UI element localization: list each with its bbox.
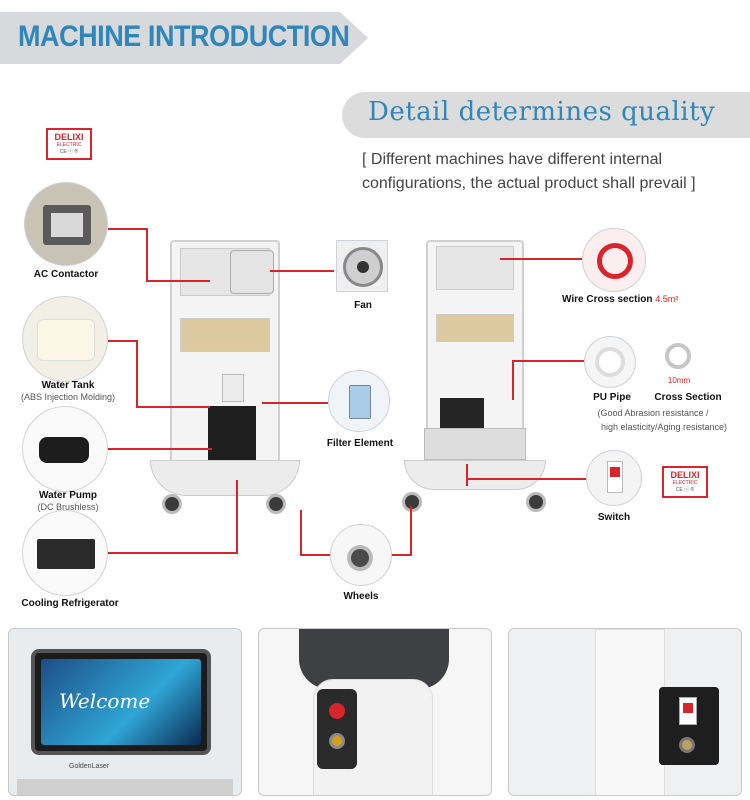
connector-wheels-a [300, 510, 302, 556]
connector-cooling [108, 552, 238, 554]
connector-ac-h [146, 280, 210, 282]
pu-pipe-label: PU Pipe [593, 392, 631, 403]
badge-line3: CE ⓒ ® [59, 149, 79, 155]
delixi-badge-switch: DELIXI ELECTRIC CE ⓒ ® [662, 466, 708, 498]
connector-tank [108, 340, 138, 342]
connector-tank-h [136, 406, 210, 408]
machine-base [17, 779, 233, 795]
pipe-note-2: high elasticity/Aging resistance) [600, 422, 728, 432]
screen-display: Welcome [41, 659, 201, 745]
cooling-refrigerator-label: Cooling Refrigerator [21, 598, 119, 609]
connector-ac-v [146, 228, 148, 282]
header-banner [0, 12, 368, 64]
machine-right-image [400, 236, 550, 516]
connector-tank-v [136, 340, 138, 408]
wire-label: Wire Cross section 4.5m² [562, 294, 692, 305]
water-tank-label: Water Tank [41, 380, 95, 391]
pipe-note-1: (Good Abrasion resistance / [597, 408, 709, 418]
connector-pipe [512, 360, 584, 362]
connector-wheels-b [300, 554, 330, 556]
photo-screen-panel: Welcome GoldenLaser [8, 628, 242, 796]
filter-element-image [328, 370, 390, 432]
delixi-badge-top: DELIXI ELECTRIC CE ⓒ ® [46, 128, 92, 160]
water-tank-sub: (ABS Injection Molding) [20, 392, 116, 402]
machine-left-image [150, 228, 300, 518]
connector-wire [500, 258, 582, 260]
screen-brand: GoldenLaser [69, 763, 110, 770]
quality-title: Detail determines quality [368, 97, 716, 127]
cooling-refrigerator-image [22, 510, 108, 596]
connector-wheels-c [392, 554, 412, 556]
water-pump-image [22, 406, 108, 492]
wire-label-text: Wire Cross section [562, 294, 653, 305]
ac-contactor-image [24, 182, 108, 266]
quality-pill [342, 92, 750, 138]
port-panel [659, 687, 719, 765]
fan-label: Fan [354, 300, 372, 311]
photo-port-panel [508, 628, 742, 796]
connector-switch [466, 478, 586, 480]
gold-connector-icon [329, 733, 345, 749]
connector-pump [108, 448, 212, 450]
badge-brand-switch: DELIXI [670, 470, 700, 480]
screen-welcome: Welcome [59, 689, 151, 713]
connector-pipe-v [512, 360, 514, 400]
water-pump-sub: (DC Brushless) [37, 502, 99, 512]
connector-filter [262, 402, 328, 404]
pu-pipe-image [584, 336, 636, 388]
connector-switch-v [466, 464, 468, 486]
screen-bezel: Welcome [31, 649, 211, 755]
red-button-icon [329, 703, 345, 719]
water-pump-label: Water Pump [39, 490, 97, 501]
port-connector-icon [679, 737, 695, 753]
wire-image [582, 228, 646, 292]
handle-panel [317, 689, 357, 769]
connector-cooling-v [236, 480, 238, 554]
wheels-image [330, 524, 392, 586]
connector-fan [270, 270, 334, 272]
ac-contactor-label: AC Contactor [33, 269, 99, 280]
filter-element-label: Filter Element [326, 438, 394, 449]
wire-value: 4.5m² [655, 294, 679, 304]
switch-label: Switch [597, 512, 631, 523]
badge-line2-switch: ELECTRIC [672, 480, 698, 486]
cross-section-size: 10mm [667, 376, 691, 385]
configuration-note: [ Different machines have different inte… [362, 151, 696, 192]
cross-section-label: Cross Section [654, 392, 722, 403]
photo-handle-panel [258, 628, 492, 796]
page-title: MACHINE INTRODUCTION [18, 20, 350, 53]
fan-image [336, 240, 388, 292]
connector-wheels-d [410, 506, 412, 556]
badge-line2: ELECTRIC [56, 142, 82, 148]
badge-brand: DELIXI [54, 132, 84, 142]
cross-section-image [665, 343, 691, 369]
water-tank-image [22, 296, 108, 382]
switch-image [586, 450, 642, 506]
wheels-label: Wheels [343, 591, 379, 602]
badge-line3-switch: CE ⓒ ® [675, 487, 695, 493]
port-column [595, 629, 665, 795]
connector-ac [108, 228, 148, 230]
switch-icon [679, 697, 697, 725]
